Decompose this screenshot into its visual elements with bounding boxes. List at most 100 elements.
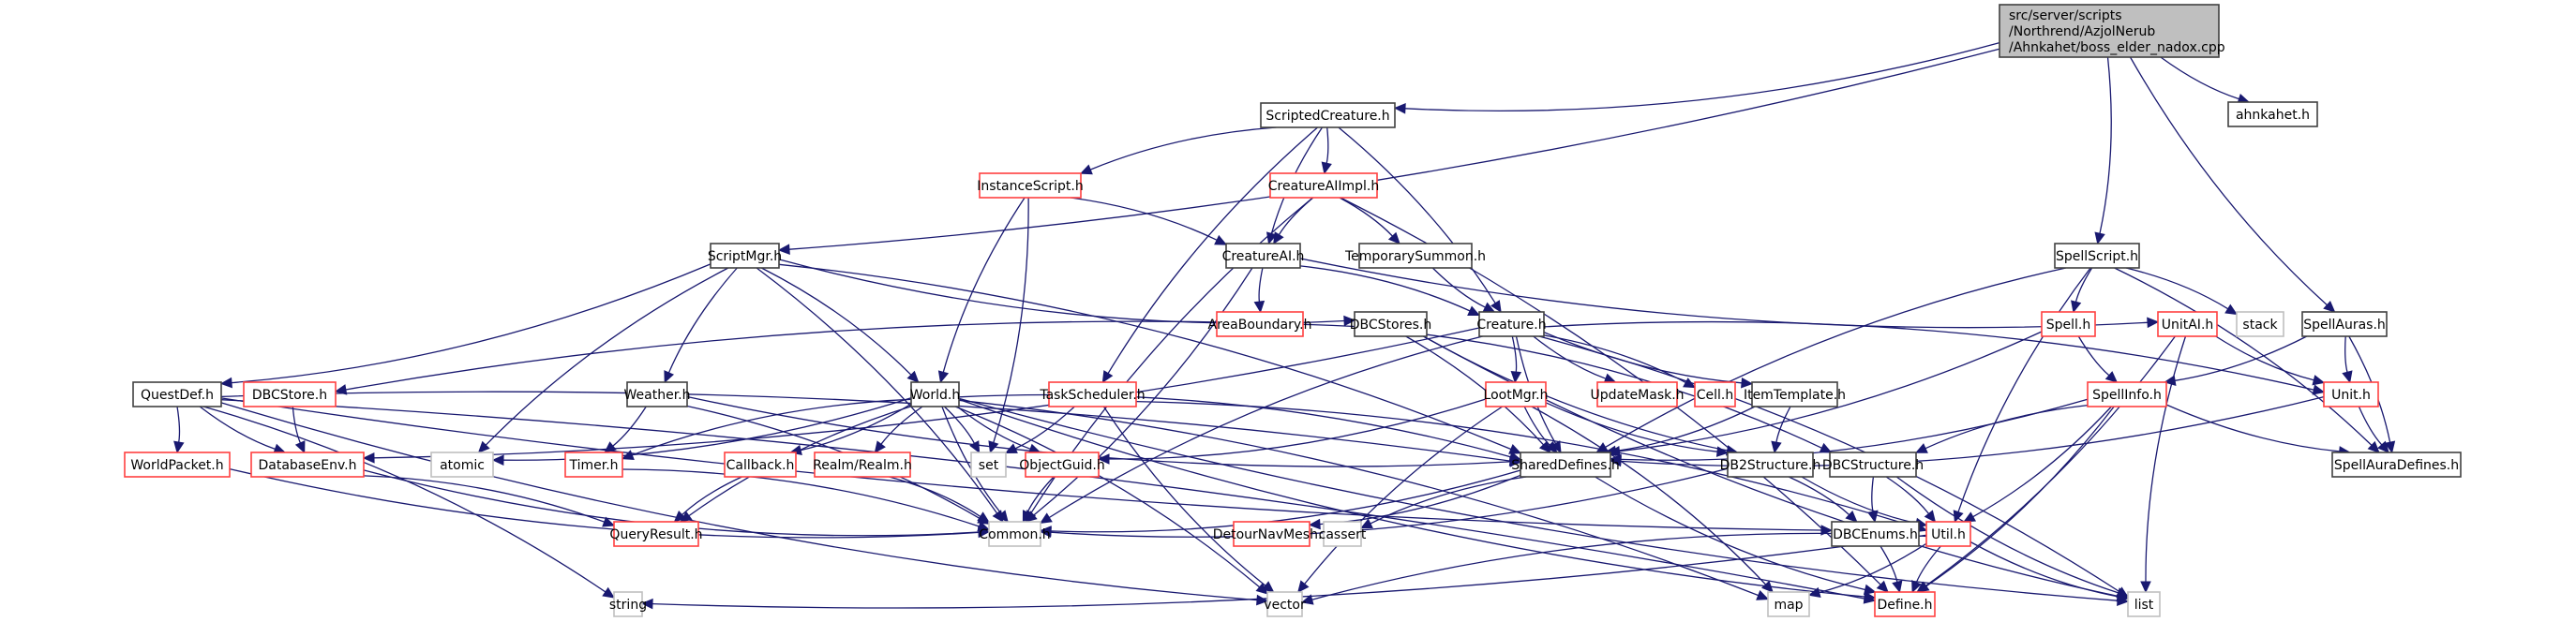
node-scripted-creature[interactable]: ScriptedCreature.h: [1260, 102, 1396, 128]
node-creature-ai[interactable]: CreatureAI.h: [1222, 243, 1305, 269]
node-define[interactable]: Define.h: [1874, 591, 1936, 617]
edge-unit-to-shared-defines: [1609, 395, 2325, 467]
node-db2-structure[interactable]: DB2Structure.h: [1720, 452, 1821, 478]
node-area-boundary[interactable]: AreaBoundary.h: [1208, 311, 1312, 337]
edge-dbcstructure-to-dbcenums: [1867, 476, 1879, 524]
arrowhead-icon: [640, 598, 653, 610]
node-box: [124, 452, 231, 478]
node-update-mask[interactable]: UpdateMask.h: [1590, 381, 1685, 407]
node-dbcstore[interactable]: DBCStore.h: [243, 381, 337, 407]
node-quest-def[interactable]: QuestDef.h: [132, 381, 222, 407]
node-script-mgr[interactable]: ScriptMgr.h: [708, 243, 782, 269]
edge-line: [1089, 126, 1277, 170]
node-box: [1829, 452, 1917, 478]
arrowhead-icon: [2367, 440, 2380, 453]
node-spell-aura-defines[interactable]: SpellAuraDefines.h: [2331, 452, 2462, 478]
node-util[interactable]: Util.h: [1925, 521, 1971, 547]
arrowhead-icon: [2377, 440, 2389, 453]
arrowhead-icon: [1359, 518, 1373, 529]
arrowhead-icon: [969, 440, 981, 454]
node-label: SharedDefines.h: [1511, 458, 1620, 473]
node-database-env[interactable]: DatabaseEnv.h: [250, 452, 365, 478]
node-label: TaskScheduler.h: [1039, 388, 1145, 403]
arrowhead-icon: [1004, 443, 1018, 454]
edge-spell-auras-to-spell-info: [2164, 335, 2308, 386]
node-box: [1874, 591, 1936, 617]
edge-spell-script-to-shared-defines: [1595, 267, 2067, 453]
node-spell-script[interactable]: SpellScript.h: [2054, 243, 2140, 269]
node-map: map: [1767, 591, 1810, 617]
node-label: /Ahnkahet/boss_elder_nadox.cpp: [2009, 40, 2225, 55]
node-creature-aiimpl[interactable]: CreatureAIImpl.h: [1268, 172, 1379, 199]
node-ahnkahet[interactable]: ahnkahet.h: [2227, 101, 2318, 127]
arrowhead-icon: [1867, 510, 1879, 524]
node-unit[interactable]: Unit.h: [2323, 381, 2379, 407]
node-spell[interactable]: Spell.h: [2041, 311, 2096, 337]
node-detour-nav-mesh[interactable]: DetourNavMesh.h: [1213, 521, 1331, 547]
arrowhead-icon: [1262, 581, 1275, 593]
node-shared-defines[interactable]: SharedDefines.h: [1511, 452, 1620, 478]
node-spell-auras[interactable]: SpellAuras.h: [2301, 311, 2388, 337]
node-unit-ai[interactable]: UnitAI.h: [2157, 311, 2218, 337]
node-world-packet[interactable]: WorldPacket.h: [124, 452, 231, 478]
edge-unit-ai-to-define: [1916, 335, 2176, 593]
node-callback[interactable]: Callback.h: [724, 452, 797, 478]
node-cell[interactable]: Cell.h: [1694, 381, 1736, 407]
node-dbcstores[interactable]: DBCStores.h: [1350, 311, 1432, 337]
edge-line: [1511, 335, 1518, 373]
node-set: set: [970, 452, 1007, 478]
edge-line: [1533, 335, 1607, 379]
node-box: [910, 381, 960, 407]
edge-line: [1339, 197, 1393, 237]
edge-line: [2077, 335, 2110, 377]
edge-line: [800, 403, 912, 452]
arrowhead-icon: [2140, 581, 2151, 594]
node-box: [2301, 311, 2388, 337]
node-box: [1025, 452, 1100, 478]
node-timer[interactable]: Timer.h: [564, 452, 623, 478]
arrowhead-icon: [2312, 384, 2326, 395]
node-realm[interactable]: Realm/Realm.h: [813, 452, 912, 478]
arrowhead-icon: [1321, 161, 1332, 175]
node-dbcstructure[interactable]: DBCStructure.h: [1822, 452, 1924, 478]
edge-line: [1595, 476, 1865, 591]
node-dbcenums[interactable]: DBCEnums.h: [1831, 521, 1920, 547]
node-label: ScriptedCreature.h: [1266, 109, 1389, 124]
node-query-result[interactable]: QueryResult.h: [609, 521, 703, 547]
node-task-scheduler[interactable]: TaskScheduler.h: [1039, 381, 1146, 407]
edge-line: [1370, 476, 1527, 525]
edge-root-to-ahnkahet: [2160, 56, 2251, 104]
edge-line: [1325, 126, 1329, 164]
edge-scripted-creature-to-creature: [1338, 126, 1502, 314]
edge-creature-aiimpl-to-creature-ai: [1273, 197, 1314, 245]
edge-callback-to-query-result: [673, 476, 742, 523]
edge-line: [2344, 335, 2348, 373]
node-label: SpellScript.h: [2056, 249, 2138, 264]
node-loot-mgr[interactable]: LootMgr.h: [1484, 381, 1549, 407]
edge-spell-script-to-spell-aura-defines: [2114, 267, 2380, 453]
edge-line: [1615, 406, 1756, 452]
edge-instance-script-to-creature-ai: [1071, 197, 1228, 245]
node-root[interactable]: src/server/scripts/Northrend/AzjolNerub/…: [1999, 4, 2225, 58]
arrowhead-icon: [2116, 591, 2130, 602]
node-item-template[interactable]: ItemTemplate.h: [1744, 381, 1846, 407]
node-label: DBCStore.h: [252, 388, 327, 403]
node-spell-info[interactable]: SpellInfo.h: [2087, 381, 2167, 407]
arrowhead-icon: [1300, 594, 1314, 605]
node-label: list: [2134, 598, 2154, 613]
node-world[interactable]: World.h: [910, 381, 960, 407]
edge-line: [778, 263, 1512, 451]
arrowhead-icon: [1297, 580, 1310, 593]
node-temporary-summon[interactable]: TemporarySummon.h: [1344, 243, 1486, 269]
arrowhead-icon: [1911, 580, 1922, 594]
node-instance-script[interactable]: InstanceScript.h: [977, 172, 1084, 199]
node-creature[interactable]: Creature.h: [1476, 311, 1547, 337]
node-label: DBCStructure.h: [1822, 458, 1924, 473]
node-common: Common.h: [979, 521, 1051, 547]
arrowhead-icon: [1467, 305, 1481, 316]
arrowhead-icon: [2104, 371, 2119, 383]
edge-world-to-set: [943, 406, 981, 454]
node-weather[interactable]: Weather.h: [624, 381, 691, 407]
node-object-guid[interactable]: ObjectGuid.h: [1019, 452, 1105, 478]
node-box: [1596, 381, 1678, 407]
